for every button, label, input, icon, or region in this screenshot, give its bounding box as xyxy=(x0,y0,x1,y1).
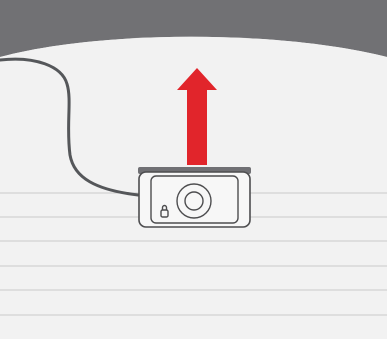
monitor-top-bezel xyxy=(0,0,387,57)
privacy-lock-icon xyxy=(160,204,169,218)
webcam-inner-panel xyxy=(150,175,239,224)
webcam-lens-outer xyxy=(176,183,212,219)
lock-shackle xyxy=(161,204,168,210)
webcam-icon xyxy=(138,167,251,228)
arrow-up-icon xyxy=(177,68,217,165)
usb-cable-icon xyxy=(0,57,140,197)
webcam-lens-inner xyxy=(184,191,204,211)
lock-body xyxy=(160,209,169,218)
